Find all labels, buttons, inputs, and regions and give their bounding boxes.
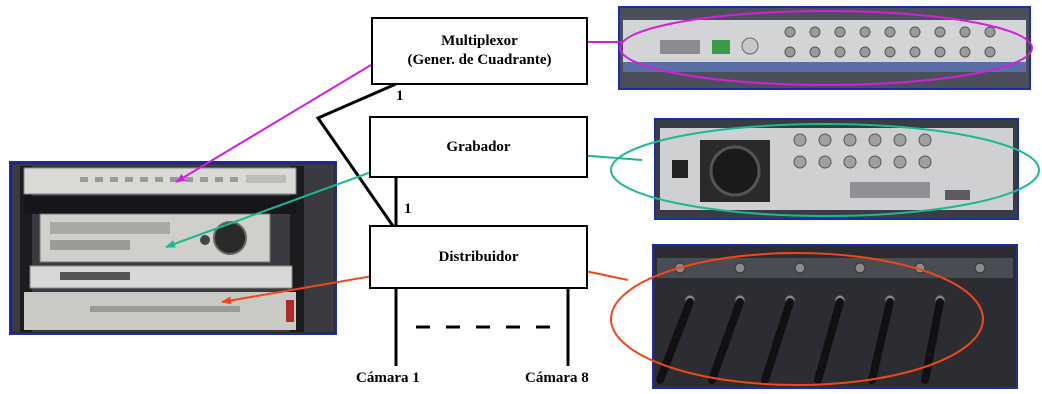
multiplexor-box: Multiplexor (Gener. de Cuadrante) (371, 17, 588, 85)
camera-1-label: Cámara 1 (356, 370, 420, 386)
camera-8-label: Cámara 8 (525, 370, 589, 386)
recorder-rear-panel-photo (654, 118, 1019, 220)
device-links (315, 82, 570, 366)
multiplexor-label: Multiplexor (441, 33, 518, 49)
grabador-highlight-ellipse (610, 123, 1040, 217)
grabador-box: Grabador (369, 116, 588, 178)
grabador-label: Grabador (446, 138, 511, 155)
rack-photo (9, 161, 337, 335)
distributor-panel-photo (652, 244, 1018, 389)
multiplexor-rear-panel-photo (618, 6, 1031, 90)
multiplexor-highlight-ellipse (619, 10, 1033, 86)
distribuidor-highlight-ellipse (610, 252, 984, 386)
multiplexor-sublabel: (Gener. de Cuadrante) (407, 52, 552, 68)
link-label-upper: 1 (396, 88, 404, 104)
distribuidor-box: Distribuidor (369, 225, 588, 289)
link-label-lower: 1 (404, 201, 412, 217)
distribuidor-label: Distribuidor (438, 248, 519, 265)
